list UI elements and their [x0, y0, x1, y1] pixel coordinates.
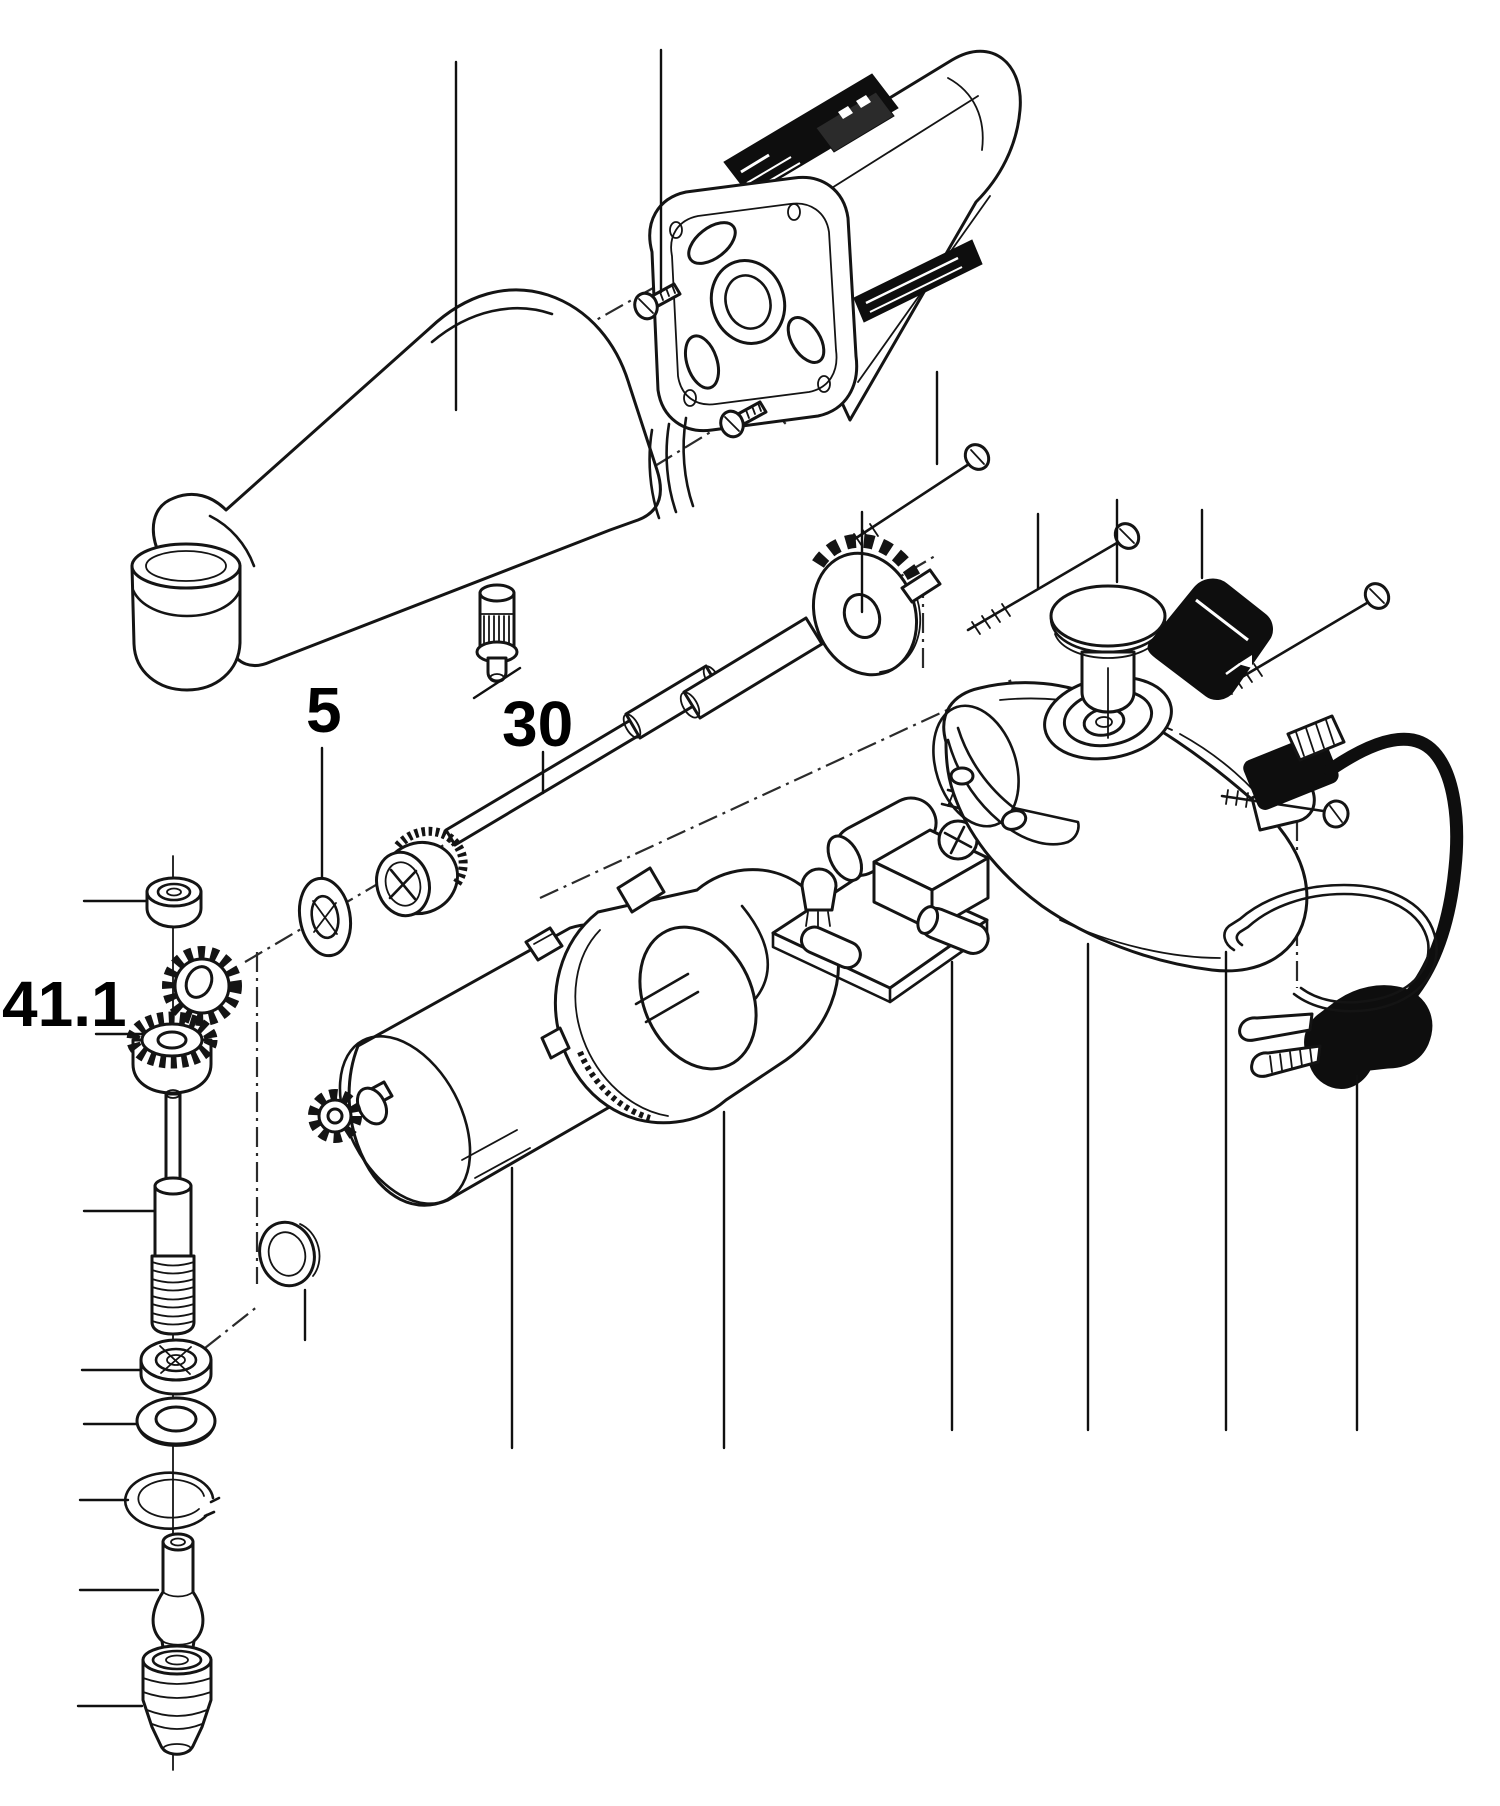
spindle-lock-pin — [475, 583, 519, 683]
motor-bushing — [258, 1220, 321, 1288]
plug-prong — [1238, 1012, 1314, 1042]
housing-screw-a — [633, 282, 682, 321]
cord-connector — [1286, 714, 1346, 762]
angle-head-cap — [130, 564, 242, 692]
worm-shaft — [150, 1089, 196, 1336]
transistor — [800, 867, 838, 929]
spindle-nose — [151, 1532, 205, 1656]
rocker-switch — [1147, 578, 1273, 700]
housing-screw-b — [719, 400, 768, 439]
knurled-nut — [375, 826, 468, 918]
circuit-board — [740, 788, 1040, 1004]
machine-screw-top — [848, 443, 991, 547]
plug-prong-threaded — [1250, 1044, 1322, 1078]
brand-badge — [853, 239, 983, 323]
callout-5: 5 — [306, 674, 342, 746]
cable-clip — [1223, 883, 1438, 1013]
drive-shaft — [375, 533, 942, 918]
stack-bearing-top — [145, 876, 203, 929]
grip-ribs — [648, 416, 695, 520]
lower-screw — [1220, 789, 1350, 829]
motor-clamp-ring — [540, 866, 840, 1125]
drill-chuck — [141, 1644, 213, 1756]
long-screw-left — [966, 522, 1141, 635]
bevel-crown-gear — [126, 1011, 218, 1095]
outer-housing — [130, 288, 695, 692]
switch-button — [1049, 584, 1167, 739]
leader-lines — [76, 48, 1359, 1708]
retaining-ring — [123, 1471, 221, 1530]
pinion-gear — [162, 946, 242, 1026]
spindle-bearing — [297, 876, 353, 958]
callout-30: 30 — [502, 688, 573, 760]
motor-end-cap — [648, 49, 1022, 433]
main-housing-body — [932, 675, 1316, 973]
washer — [135, 1396, 217, 1447]
callout-41-1: 41.1 — [2, 968, 127, 1040]
pan-head-screw — [937, 819, 979, 861]
motor-pinion — [308, 1089, 362, 1143]
fan-gear — [811, 533, 925, 677]
lower-bearing — [139, 1338, 213, 1396]
